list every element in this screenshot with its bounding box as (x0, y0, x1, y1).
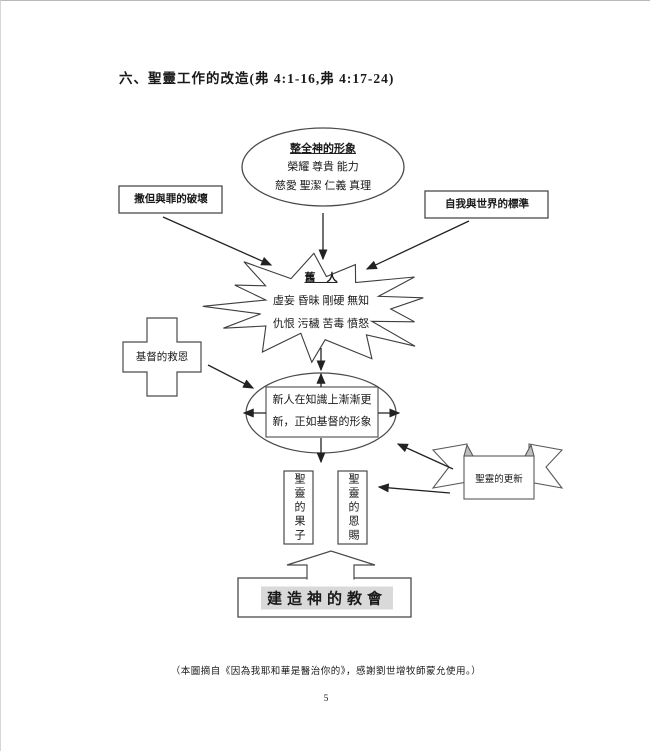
world-box-rect (424, 190, 549, 219)
arrow-ribbon-to-gifts (377, 483, 451, 494)
page-number: 5 (323, 694, 329, 704)
arrow-cross-to-newman (207, 364, 255, 389)
old-man-title: 舊 人 (304, 271, 338, 284)
old-man-line1: 虛妄 昏昧 剛硬 無知 (272, 294, 370, 307)
arrow-ribbon-to-newman (396, 443, 454, 470)
fruit-box-rect (283, 470, 314, 545)
new-man-line2: 新，正如基督的形象 (272, 415, 372, 428)
church-box-label: 建造神的教會 (260, 586, 394, 610)
gift-box-rect (337, 470, 368, 545)
old-man-line2: 仇恨 污穢 苦毒 憤怒 (272, 317, 370, 330)
satan-box-rect (118, 185, 223, 214)
cross-shape (122, 317, 202, 397)
arrow-satan-to-oldman (162, 216, 273, 266)
god-image-ellipse (241, 127, 405, 207)
ribbon-shape (431, 443, 564, 500)
cross-label: 基督的救恩 (135, 352, 189, 364)
new-man-line1: 新人在知識上漸漸更 (272, 393, 372, 406)
source-note: （本圖摘自《因為我耶和華是醫治你的》，感謝劉世增牧師蒙允使用。） (170, 667, 482, 677)
god-image-title: 整全神的形象 (290, 142, 356, 155)
arrow-world-to-oldman (365, 220, 470, 270)
old-man-starburst (202, 252, 424, 364)
new-man-rect (265, 386, 379, 438)
world-box-label: 自我與世界的標準 (445, 199, 529, 211)
gift-box-label: 聖靈的恩賜 (347, 473, 359, 543)
ribbon-label: 聖靈的更新 (475, 474, 523, 485)
god-image-line2: 慈愛 聖潔 仁義 真理 (274, 179, 372, 192)
satan-box-label: 撒但與罪的破壞 (134, 194, 208, 206)
fruit-box-label: 聖靈的果子 (293, 473, 305, 543)
block-arrow-up (286, 550, 376, 580)
god-image-line1: 榮耀 尊貴 能力 (287, 160, 359, 173)
page-title: 六、聖靈工作的改造(弗 4:1-16,弗 4:17-24) (119, 71, 395, 86)
